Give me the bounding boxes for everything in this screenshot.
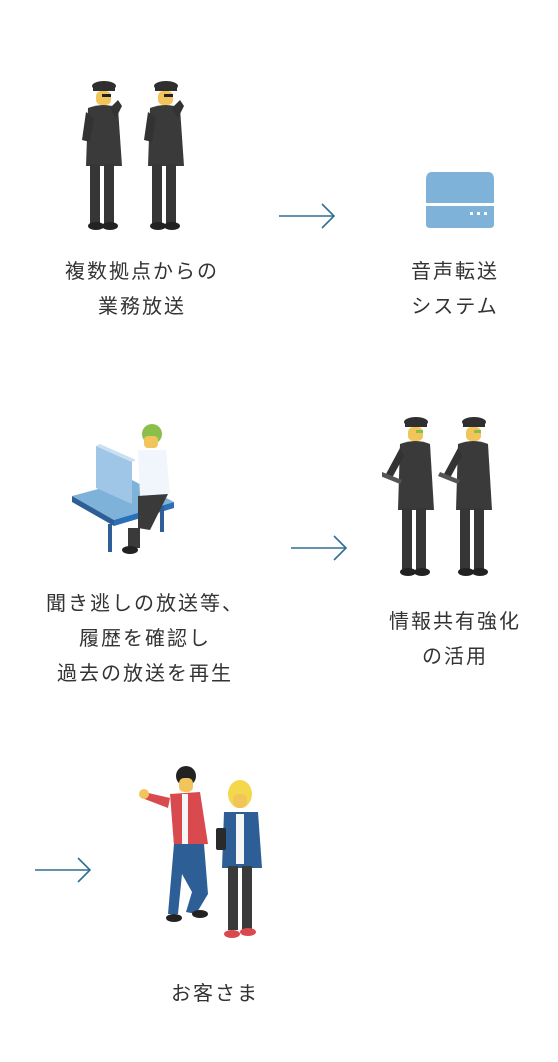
- customers-label: お客さま: [171, 981, 259, 1005]
- guards-illustration: [78, 78, 198, 238]
- guards-with-tablets-illustration: [382, 414, 504, 582]
- server-illustration: [424, 170, 496, 230]
- audio-system-label: 音声転送 システム: [411, 259, 499, 318]
- customers-illustration: [138, 764, 270, 946]
- server-icon: [426, 172, 494, 228]
- arrow-right-icon: [35, 857, 92, 883]
- operator-desk-icon: [72, 424, 174, 554]
- arrow-right-icon: [291, 535, 348, 561]
- business-broadcast-label: 複数拠点からの 業務放送: [65, 259, 219, 318]
- guards-with-tablets-icon: [382, 417, 492, 576]
- arrow-right-icon: [279, 203, 336, 229]
- guards-icon: [82, 81, 184, 230]
- operator-illustration: [70, 420, 182, 560]
- customers-icon: [139, 766, 262, 938]
- info-sharing-label: 情報共有強化 の活用: [389, 609, 521, 668]
- replay-label: 聞き逃しの放送等、 履歴を確認し 過去の放送を再生: [46, 591, 244, 685]
